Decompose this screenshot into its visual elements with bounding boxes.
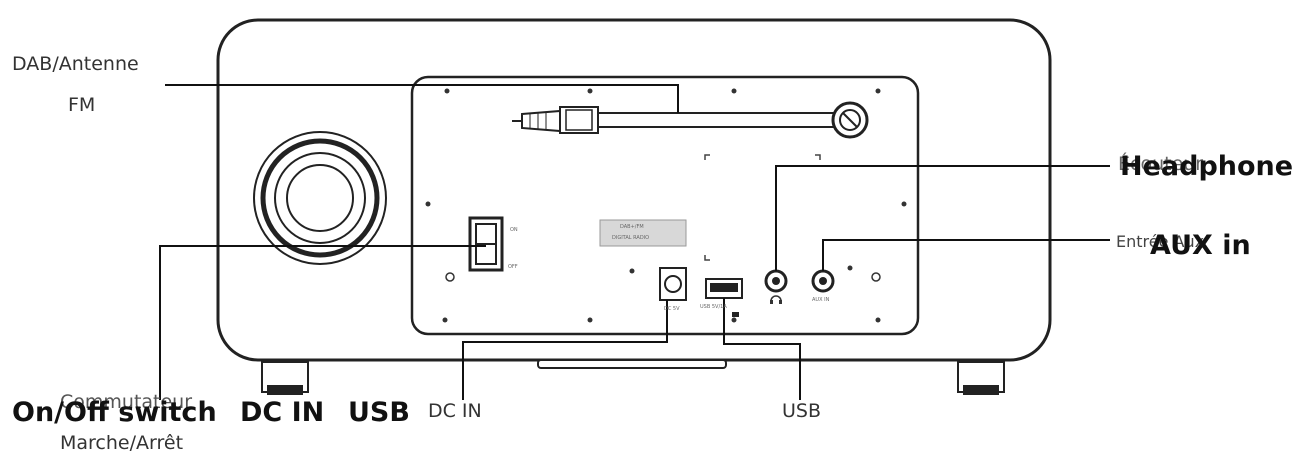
dc-in-port bbox=[659, 267, 687, 301]
leader-antenna bbox=[165, 84, 679, 113]
label-dc-in-bold: DC IN bbox=[240, 397, 325, 428]
switch-on-mark: ON bbox=[510, 227, 518, 233]
leader-aux bbox=[822, 239, 1110, 271]
headphone-jack bbox=[764, 269, 788, 304]
panel-screws bbox=[425, 88, 907, 323]
port-area-marks bbox=[704, 154, 821, 261]
label-usb: USB bbox=[782, 400, 822, 422]
on-off-rocker-switch bbox=[468, 216, 504, 272]
usb-port bbox=[705, 278, 743, 317]
label-marche-arret: Marche/Arrêt bbox=[60, 432, 184, 454]
label-entree-aux: Entrée Aux bbox=[1116, 232, 1205, 251]
switch-off-mark: OFF bbox=[508, 264, 518, 270]
label-commutateur: Commutateur bbox=[60, 391, 193, 413]
dc-port-mark: DC 5V bbox=[664, 306, 680, 312]
leader-switch bbox=[159, 245, 486, 400]
label-fm: FM bbox=[68, 94, 96, 116]
usb-port-mark: USB 5V/1A bbox=[700, 304, 727, 310]
label-ecouteur: Écouteur bbox=[1118, 153, 1204, 175]
leader-headphone bbox=[775, 165, 1110, 271]
sticker-line-1: DAB+/FM bbox=[620, 224, 644, 230]
sticker-line-2: DIGITAL RADIO bbox=[612, 235, 650, 241]
label-headphone: Headphone bbox=[1120, 151, 1294, 182]
label-on-off-switch: On/Off switch bbox=[12, 397, 217, 428]
right-foot bbox=[957, 361, 1005, 395]
aux-port-mark: AUX IN bbox=[812, 297, 830, 303]
leader-lines bbox=[159, 84, 1110, 400]
leader-dc-in bbox=[462, 300, 668, 400]
left-foot bbox=[261, 361, 309, 395]
label-usb-bold: USB bbox=[348, 397, 410, 428]
label-dc-in: DC IN bbox=[428, 400, 482, 422]
label-aux-in: AUX in bbox=[1150, 230, 1251, 261]
leader-usb bbox=[723, 298, 801, 400]
aux-in-jack bbox=[811, 269, 835, 293]
cabinet-base bbox=[537, 359, 727, 369]
label-dab-antenne: DAB/Antenne bbox=[12, 53, 139, 75]
rear-panel bbox=[410, 75, 920, 336]
speaker-port bbox=[253, 131, 387, 265]
telescopic-antenna bbox=[512, 101, 869, 139]
product-sticker bbox=[599, 219, 687, 247]
